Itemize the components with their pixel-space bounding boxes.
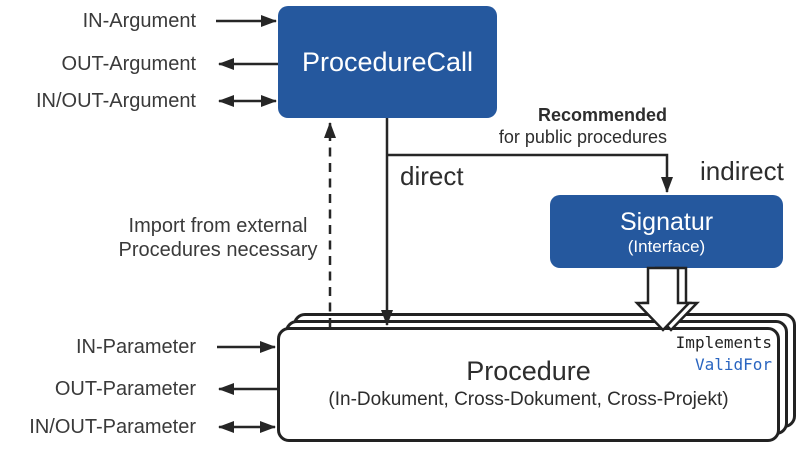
procedure-title: Procedure [466,356,591,386]
direct-label: direct [400,161,464,191]
validfor-label: ValidFor [694,355,772,374]
procedure-call-box: ProcedureCall [278,6,497,118]
procedure-box-front [277,327,780,442]
indirect-arrow [387,153,673,193]
inout-argument-label: IN/OUT-Argument [35,90,196,112]
import-note-line2: Procedures necessary [118,239,318,261]
signatur-box: Signatur (Interface) [550,195,783,268]
out-parameter-label: OUT-Parameter [54,378,196,400]
implements-block-arrow-front [634,266,692,332]
procedure-call-label: ProcedureCall [301,46,474,77]
out-argument-label: OUT-Argument [61,53,196,75]
recommended-note: Recommended for public procedures [460,104,667,148]
inout-parameter-label: IN/OUT-Parameter [29,416,196,438]
implements-label: Implements [675,333,772,352]
recommended-title: Recommended [537,105,667,125]
signatur-subtitle: (Interface) [627,236,706,256]
in-parameter-label: IN-Parameter [75,336,196,358]
procedure-subtitle: (In-Dokument, Cross-Dokument, Cross-Proj… [328,389,729,410]
indirect-label: indirect [700,156,784,186]
in-argument-label: IN-Argument [82,10,196,32]
import-note-line1: Import from external [128,215,308,237]
import-note: Import from external Procedures necessar… [105,214,331,262]
signatur-title: Signatur [619,207,714,236]
recommended-subtitle: for public procedures [498,127,667,147]
